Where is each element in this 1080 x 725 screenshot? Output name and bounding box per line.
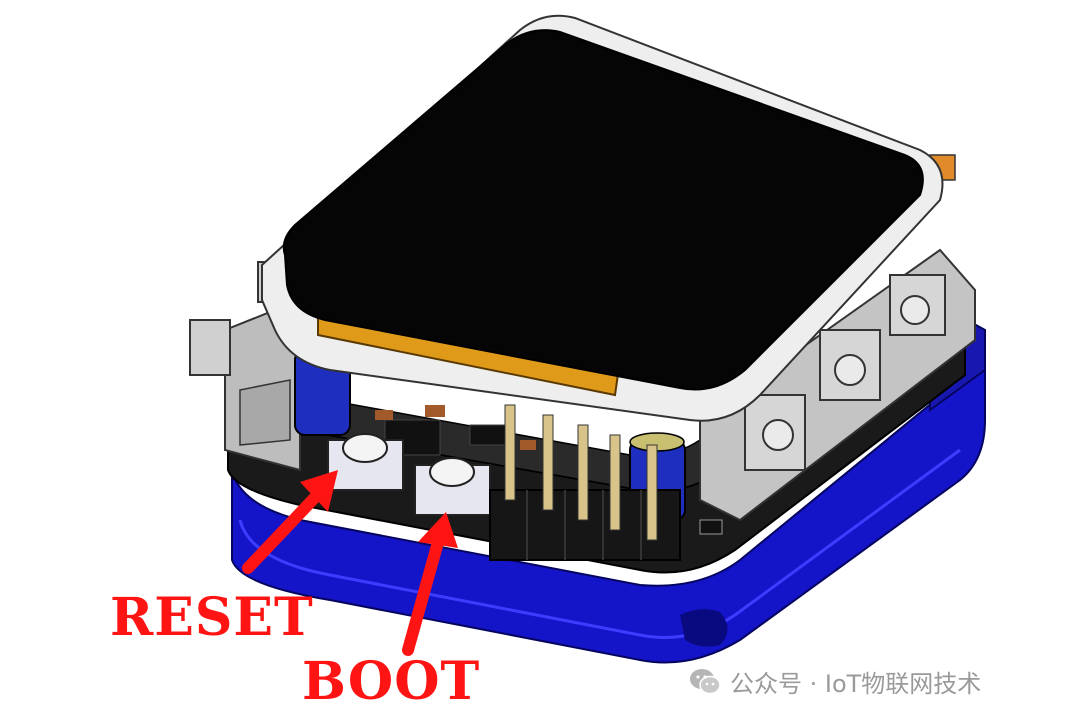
- reset-label: RESET: [110, 587, 314, 648]
- boot-label: BOOT: [302, 651, 481, 712]
- header-pins: [489, 404, 681, 561]
- watermark-text: 公众号 · IoT物联网技术: [730, 670, 982, 698]
- watermark: 公众号 · IoT物联网技术: [688, 664, 981, 699]
- reset-arrow: [242, 470, 338, 574]
- right-side-buttons: [699, 154, 976, 522]
- boot-arrow: [402, 512, 458, 656]
- left-side-brackets: [189, 261, 301, 472]
- wechat-icon: [690, 668, 721, 694]
- display-screen: [282, 29, 924, 391]
